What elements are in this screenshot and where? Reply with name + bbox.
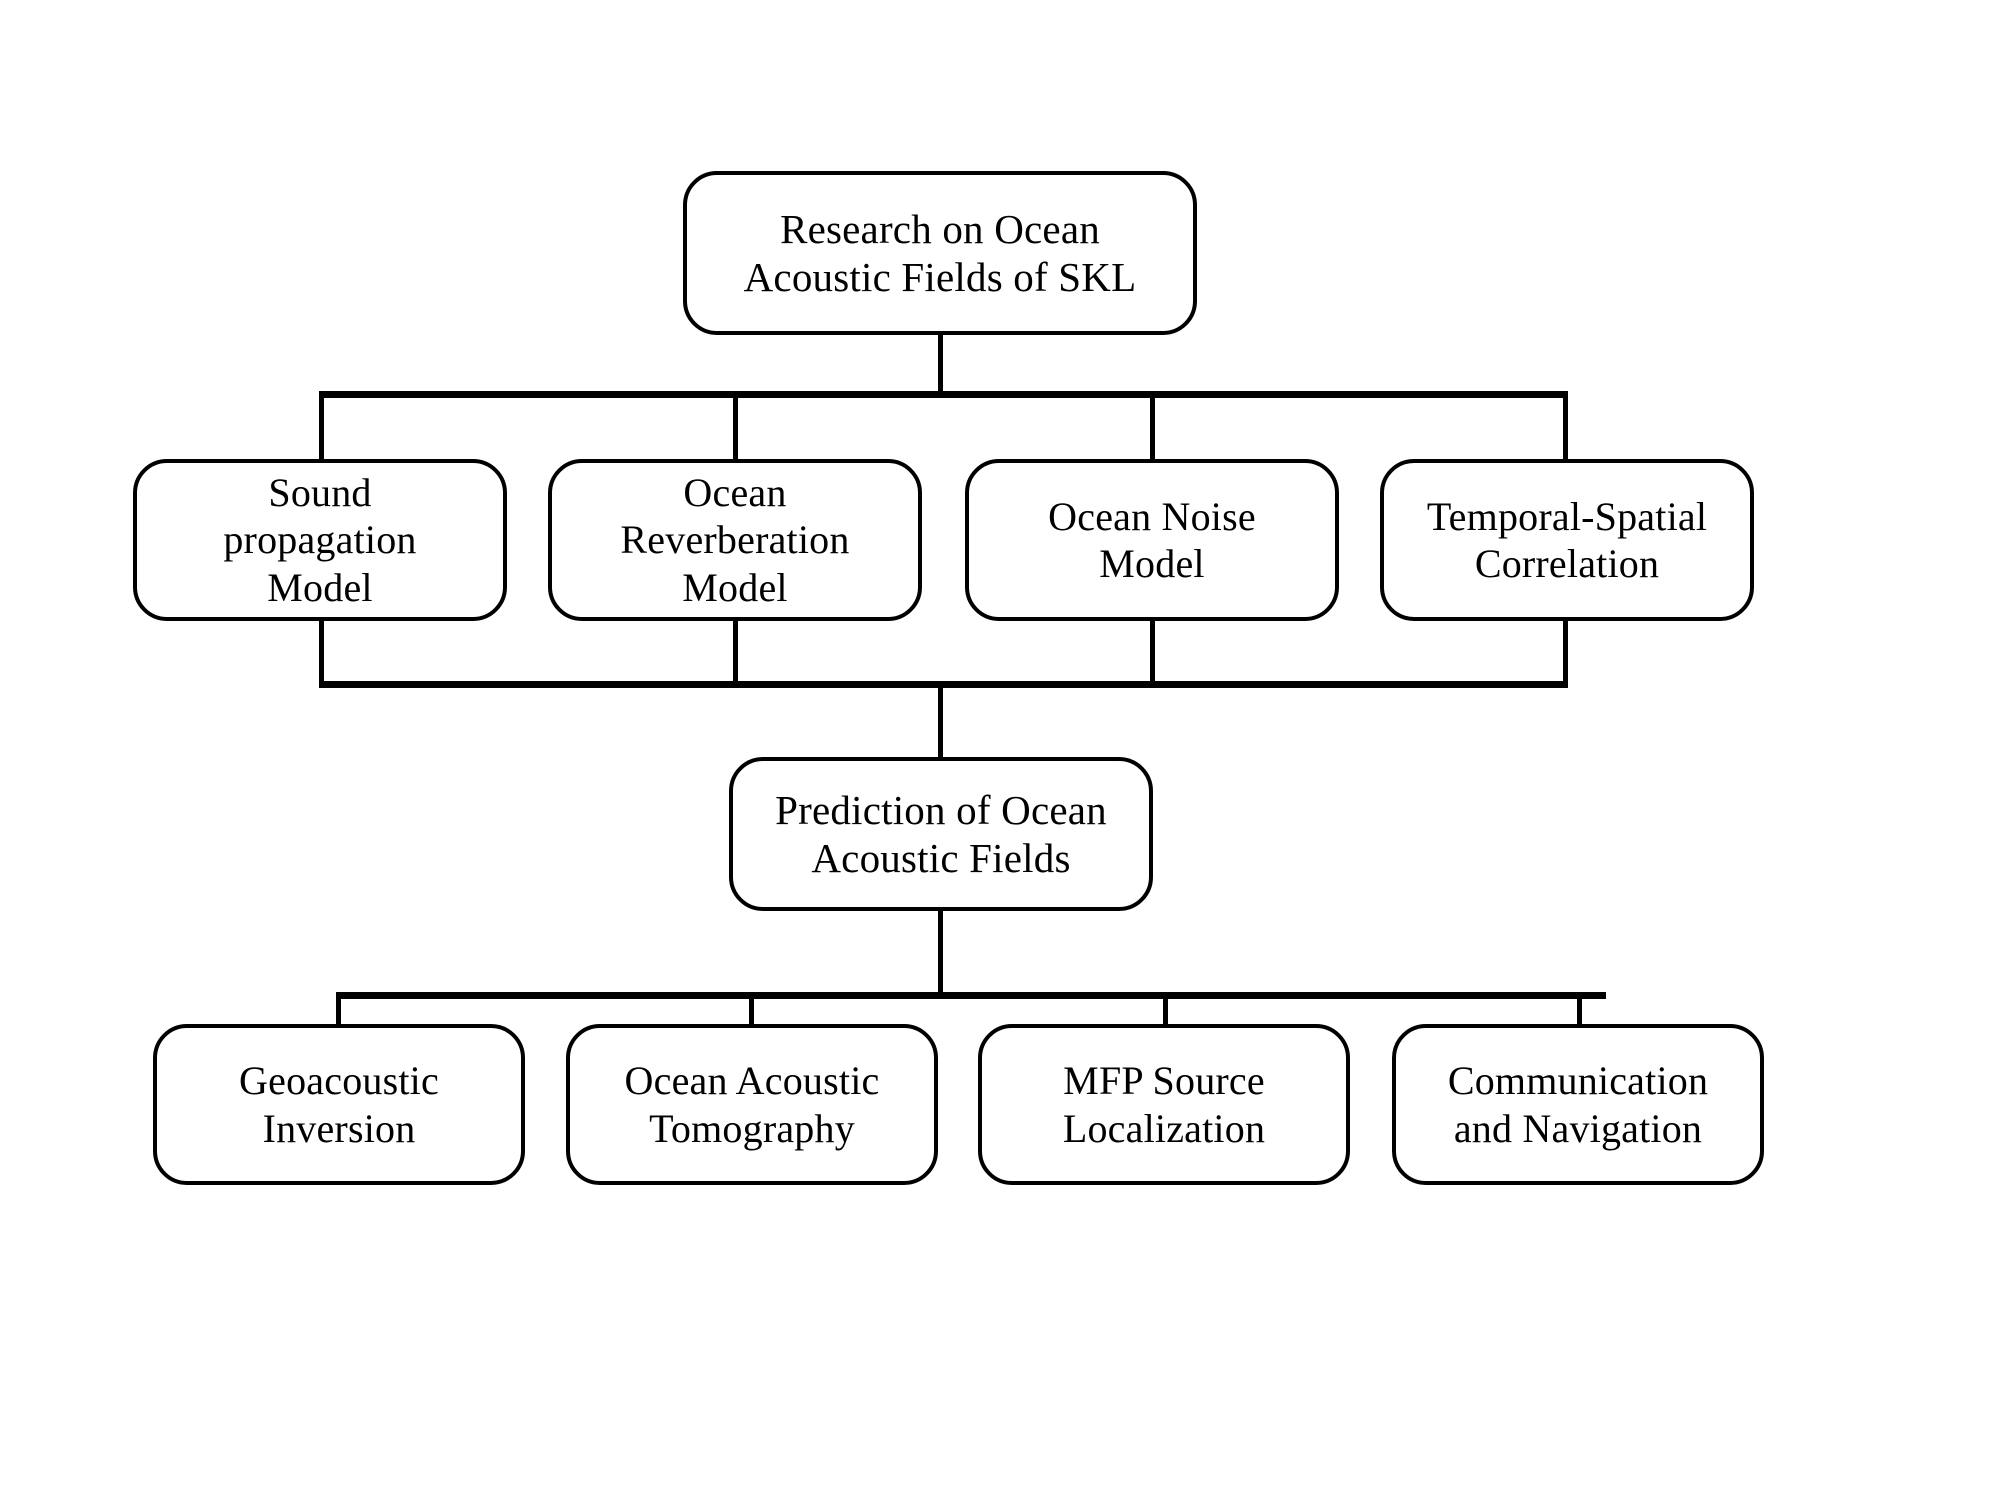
connector-rise-model-3 xyxy=(1150,620,1155,684)
connector-prediction-bottom-stem xyxy=(938,911,943,995)
node-communication-and-navigation[interactable]: Communication and Navigation xyxy=(1392,1024,1764,1185)
node-label: Ocean Reverberation Model xyxy=(620,470,850,610)
node-label: Ocean Noise Model xyxy=(1048,493,1256,586)
node-label: Ocean Acoustic Tomography xyxy=(624,1058,880,1151)
node-mfp-source-localization[interactable]: MFP Source Localization xyxy=(978,1024,1350,1185)
connector-drop-app-4 xyxy=(1577,992,1582,1025)
node-label: Research on Ocean Acoustic Fields of SKL xyxy=(743,205,1137,300)
node-ocean-reverberation-model[interactable]: Ocean Reverberation Model xyxy=(548,459,922,621)
node-sound-propagation-model[interactable]: Sound propagation Model xyxy=(133,459,507,621)
connector-drop-app-2 xyxy=(749,992,754,1025)
connector-bus-applications xyxy=(336,992,1606,999)
node-prediction-of-ocean-acoustic-fields[interactable]: Prediction of Ocean Acoustic Fields xyxy=(729,757,1153,911)
connector-rise-model-4 xyxy=(1563,620,1568,684)
node-label: Geoacoustic Inversion xyxy=(239,1058,439,1151)
node-ocean-acoustic-tomography[interactable]: Ocean Acoustic Tomography xyxy=(566,1024,938,1185)
connector-drop-app-1 xyxy=(336,992,341,1025)
connector-prediction-stem xyxy=(938,681,943,758)
node-label: Communication and Navigation xyxy=(1447,1058,1709,1151)
node-label: MFP Source Localization xyxy=(1062,1058,1266,1151)
node-label: Temporal-Spatial Correlation xyxy=(1426,493,1708,586)
connector-drop-model-2 xyxy=(733,391,738,461)
node-research-on-ocean-acoustic-fields-of-skl[interactable]: Research on Ocean Acoustic Fields of SKL xyxy=(683,171,1197,335)
connector-drop-model-1 xyxy=(319,391,324,461)
node-temporal-spatial-correlation[interactable]: Temporal-Spatial Correlation xyxy=(1380,459,1754,621)
connector-bus-prediction xyxy=(319,681,1568,688)
connector-drop-model-3 xyxy=(1150,391,1155,461)
connector-rise-model-2 xyxy=(733,620,738,684)
node-ocean-noise-model[interactable]: Ocean Noise Model xyxy=(965,459,1339,621)
connector-drop-app-3 xyxy=(1163,992,1168,1025)
connector-drop-model-4 xyxy=(1563,391,1568,461)
node-label: Sound propagation Model xyxy=(223,470,417,610)
connector-bus-models xyxy=(319,391,1568,398)
connector-rise-model-1 xyxy=(319,620,324,684)
connector-root-stem xyxy=(938,335,943,395)
node-geoacoustic-inversion[interactable]: Geoacoustic Inversion xyxy=(153,1024,525,1185)
node-label: Prediction of Ocean Acoustic Fields xyxy=(775,786,1107,881)
